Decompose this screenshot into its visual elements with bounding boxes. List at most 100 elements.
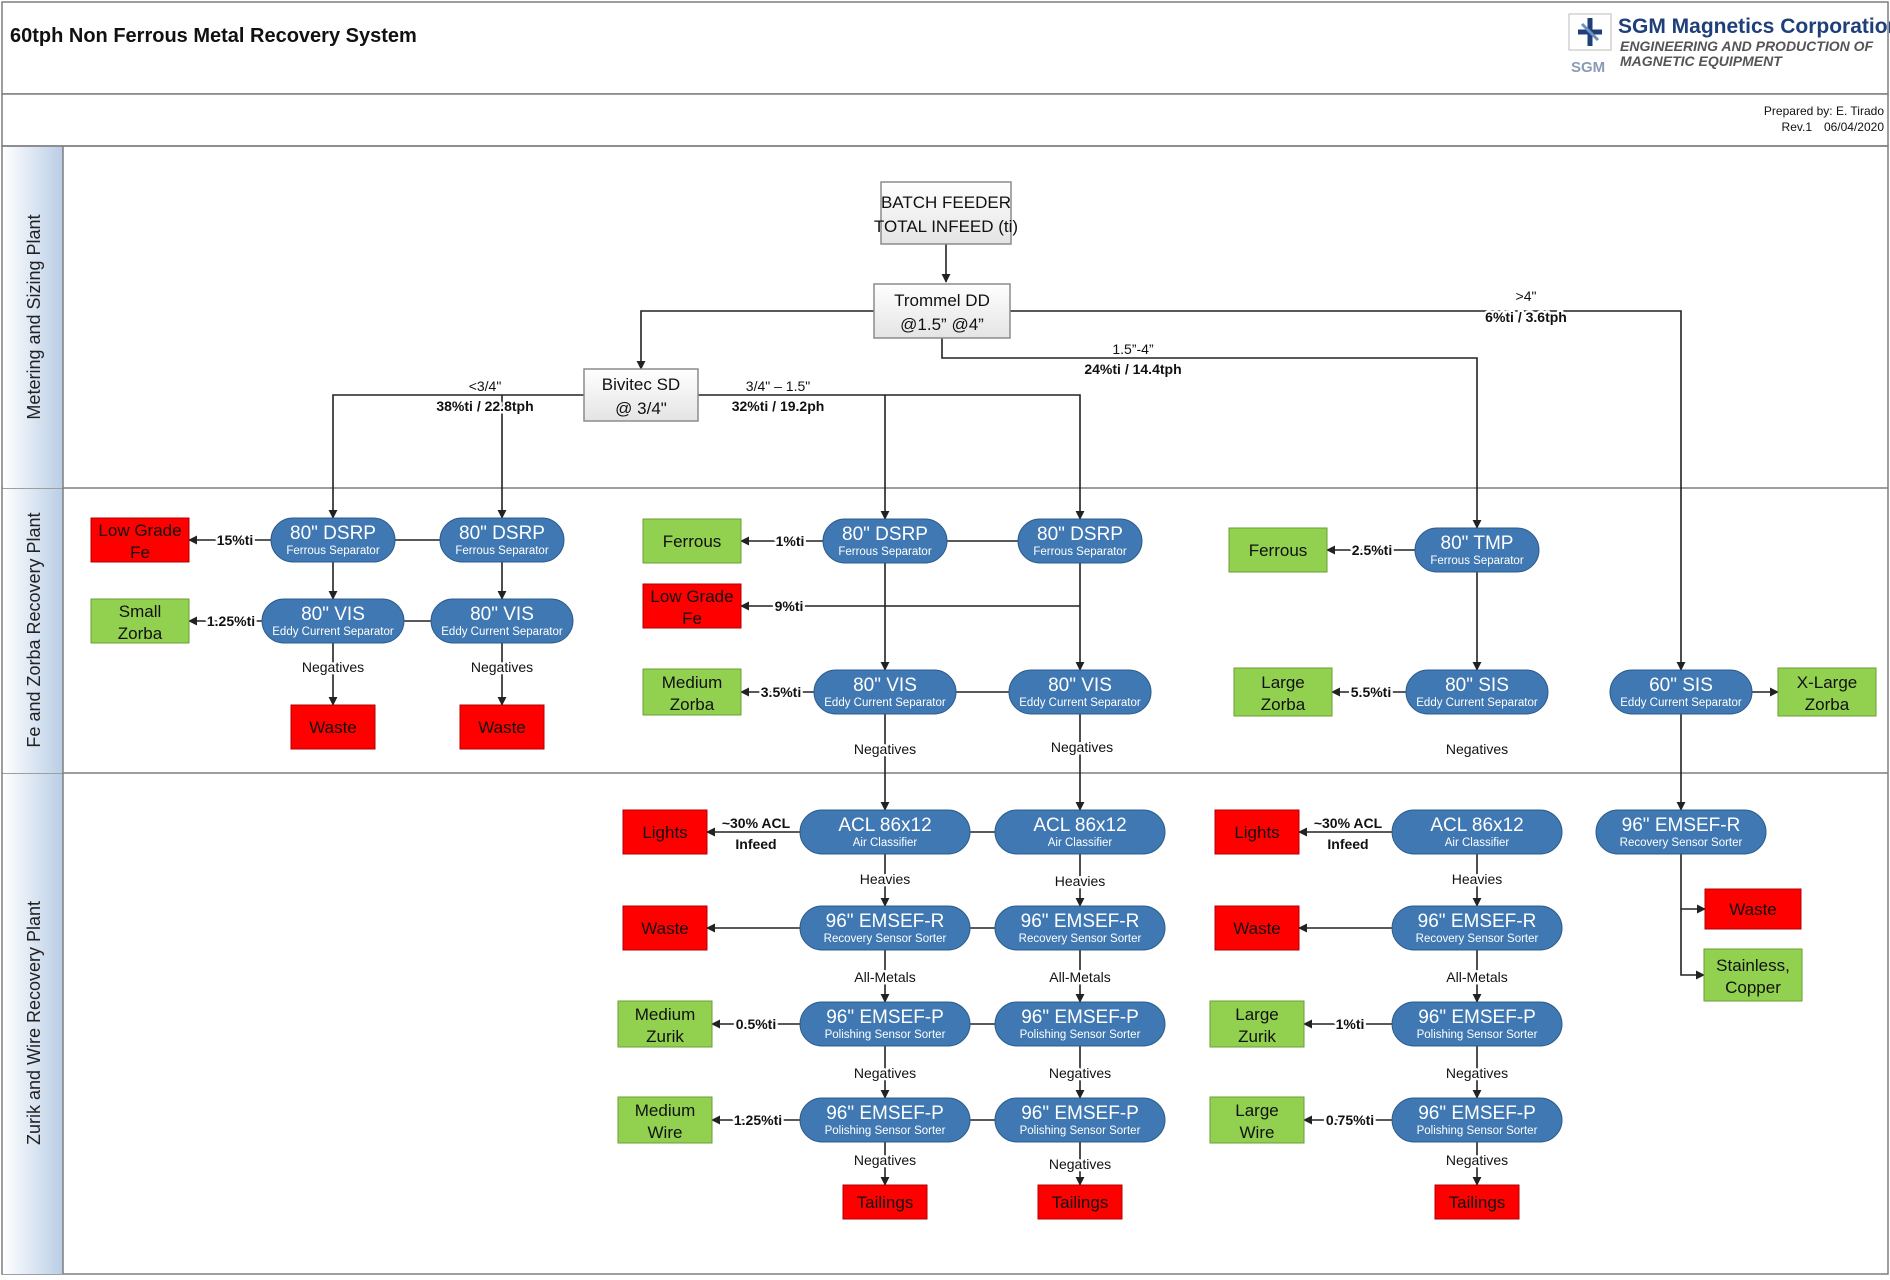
output-product-box — [1704, 888, 1802, 930]
output-product-box — [1214, 809, 1300, 855]
output-product-box — [617, 1096, 713, 1144]
revision: Rev.1 — [1782, 120, 1813, 134]
equipment-type: Recovery Sensor Sorter — [1019, 933, 1142, 945]
flow-label: Negatives — [302, 659, 364, 675]
flow-label: Heavies — [1452, 871, 1503, 887]
output-product-line2: Wire — [1240, 1123, 1275, 1142]
equipment-node-shape — [261, 598, 405, 644]
page-title: 60tph Non Ferrous Metal Recovery System — [10, 25, 417, 47]
equipment-node-shape — [1391, 1001, 1563, 1047]
lane-band-fe-zorba — [3, 489, 63, 773]
output-product: Waste — [622, 905, 708, 951]
flow-label: Heavies — [860, 871, 911, 887]
flow-label: All-Metals — [854, 969, 915, 985]
equipment-node-shape — [1008, 669, 1152, 715]
flow-label: 15%ti — [217, 532, 254, 548]
tagline-line-2: MAGNETIC EQUIPMENT — [1620, 53, 1783, 69]
output-product-line1: X-Large — [1797, 673, 1857, 692]
output-product-box — [1233, 667, 1333, 717]
equipment-node-shape — [270, 517, 396, 563]
equipment-node-shape — [1391, 809, 1563, 855]
flow-label: Negatives — [471, 659, 533, 675]
output-product-line1: Large — [1261, 673, 1304, 692]
equipment-node-shape — [1595, 809, 1767, 855]
flow-connector — [1680, 909, 1705, 980]
flow-label: Heavies — [1055, 873, 1106, 889]
company-logo: SGM — [1568, 13, 1612, 76]
equipment-type: Ferrous Separator — [838, 546, 931, 558]
equipment-name: 96" EMSEF-R — [1021, 911, 1140, 932]
lane-band-zurik-wire — [3, 774, 63, 1274]
equipment-name: 80" DSRP — [459, 523, 545, 544]
output-product-line1: Medium — [662, 673, 722, 692]
tagline-line-1: ENGINEERING AND PRODUCTION OF — [1620, 38, 1873, 54]
output-product-box — [290, 704, 376, 750]
flow-label: Negatives — [854, 1152, 916, 1168]
output-product-box — [1209, 1000, 1305, 1048]
flow-connector — [636, 310, 874, 370]
equipment-name: 80" DSRP — [842, 524, 928, 545]
output-product-line1: Large — [1235, 1005, 1278, 1024]
output-product-line2: Zorba — [1261, 695, 1306, 714]
equipment-node-shape — [994, 1001, 1166, 1047]
equipment-node-shape — [822, 518, 948, 564]
equipment-type: Polishing Sensor Sorter — [825, 1029, 946, 1041]
equipment-type: Air Classifier — [1445, 837, 1510, 849]
flow-label: All-Metals — [1446, 969, 1507, 985]
flow-connector — [941, 338, 1482, 529]
equipment-node-shape — [799, 905, 971, 951]
equipment-type: Ferrous Separator — [1033, 546, 1126, 558]
output-product-box — [622, 809, 708, 855]
equipment-node-shape — [799, 809, 971, 855]
flow-label: Negatives — [1446, 1065, 1508, 1081]
output-product-line2: Fe — [682, 609, 702, 628]
flow-label: 6%ti / 3.6tph — [1485, 309, 1567, 325]
process-box-line2: @1.5” @4” — [900, 315, 984, 334]
output-product-box — [90, 517, 190, 563]
output-product-label: Lights — [642, 823, 687, 842]
output-product-box — [642, 583, 742, 629]
flow-label: Negatives — [1446, 741, 1508, 757]
output-product-box — [1777, 667, 1877, 717]
output-product-line1: Stainless, — [1716, 956, 1790, 975]
equipment-name: 60" SIS — [1649, 675, 1713, 696]
process-box: Bivitec SD@ 3/4" — [583, 368, 699, 422]
output-product: Tailings — [1037, 1184, 1123, 1220]
lane-label-metering: Metering and Sizing Plant — [24, 214, 44, 419]
equipment-type: Ferrous Separator — [455, 545, 548, 557]
process-box-line1: BATCH FEEDER — [881, 193, 1011, 212]
output-product-box — [642, 668, 742, 716]
flow-label: 5.5%ti — [1351, 684, 1391, 700]
equipment-type: Recovery Sensor Sorter — [1620, 837, 1743, 849]
equipment-name: 96" EMSEF-R — [1418, 911, 1537, 932]
revision-date: 06/04/2020 — [1824, 120, 1884, 134]
output-product-line2: Wire — [648, 1123, 683, 1142]
equipment-node-shape — [430, 598, 574, 644]
equipment-node-shape — [994, 1097, 1166, 1143]
equipment-node-shape — [994, 905, 1166, 951]
flow-label: 1%ti — [1336, 1016, 1365, 1032]
equipment-node-shape — [799, 1097, 971, 1143]
output-product-label: Ferrous — [663, 532, 722, 551]
flow-label: 1.5”-4” — [1112, 341, 1154, 357]
flow-label: ~30% ACL — [722, 815, 791, 831]
equipment-name: 96" EMSEF-P — [1021, 1103, 1139, 1124]
output-product-line2: Zurik — [1238, 1027, 1276, 1046]
process-box-frame — [873, 283, 1011, 339]
flow-label: All-Metals — [1049, 969, 1110, 985]
